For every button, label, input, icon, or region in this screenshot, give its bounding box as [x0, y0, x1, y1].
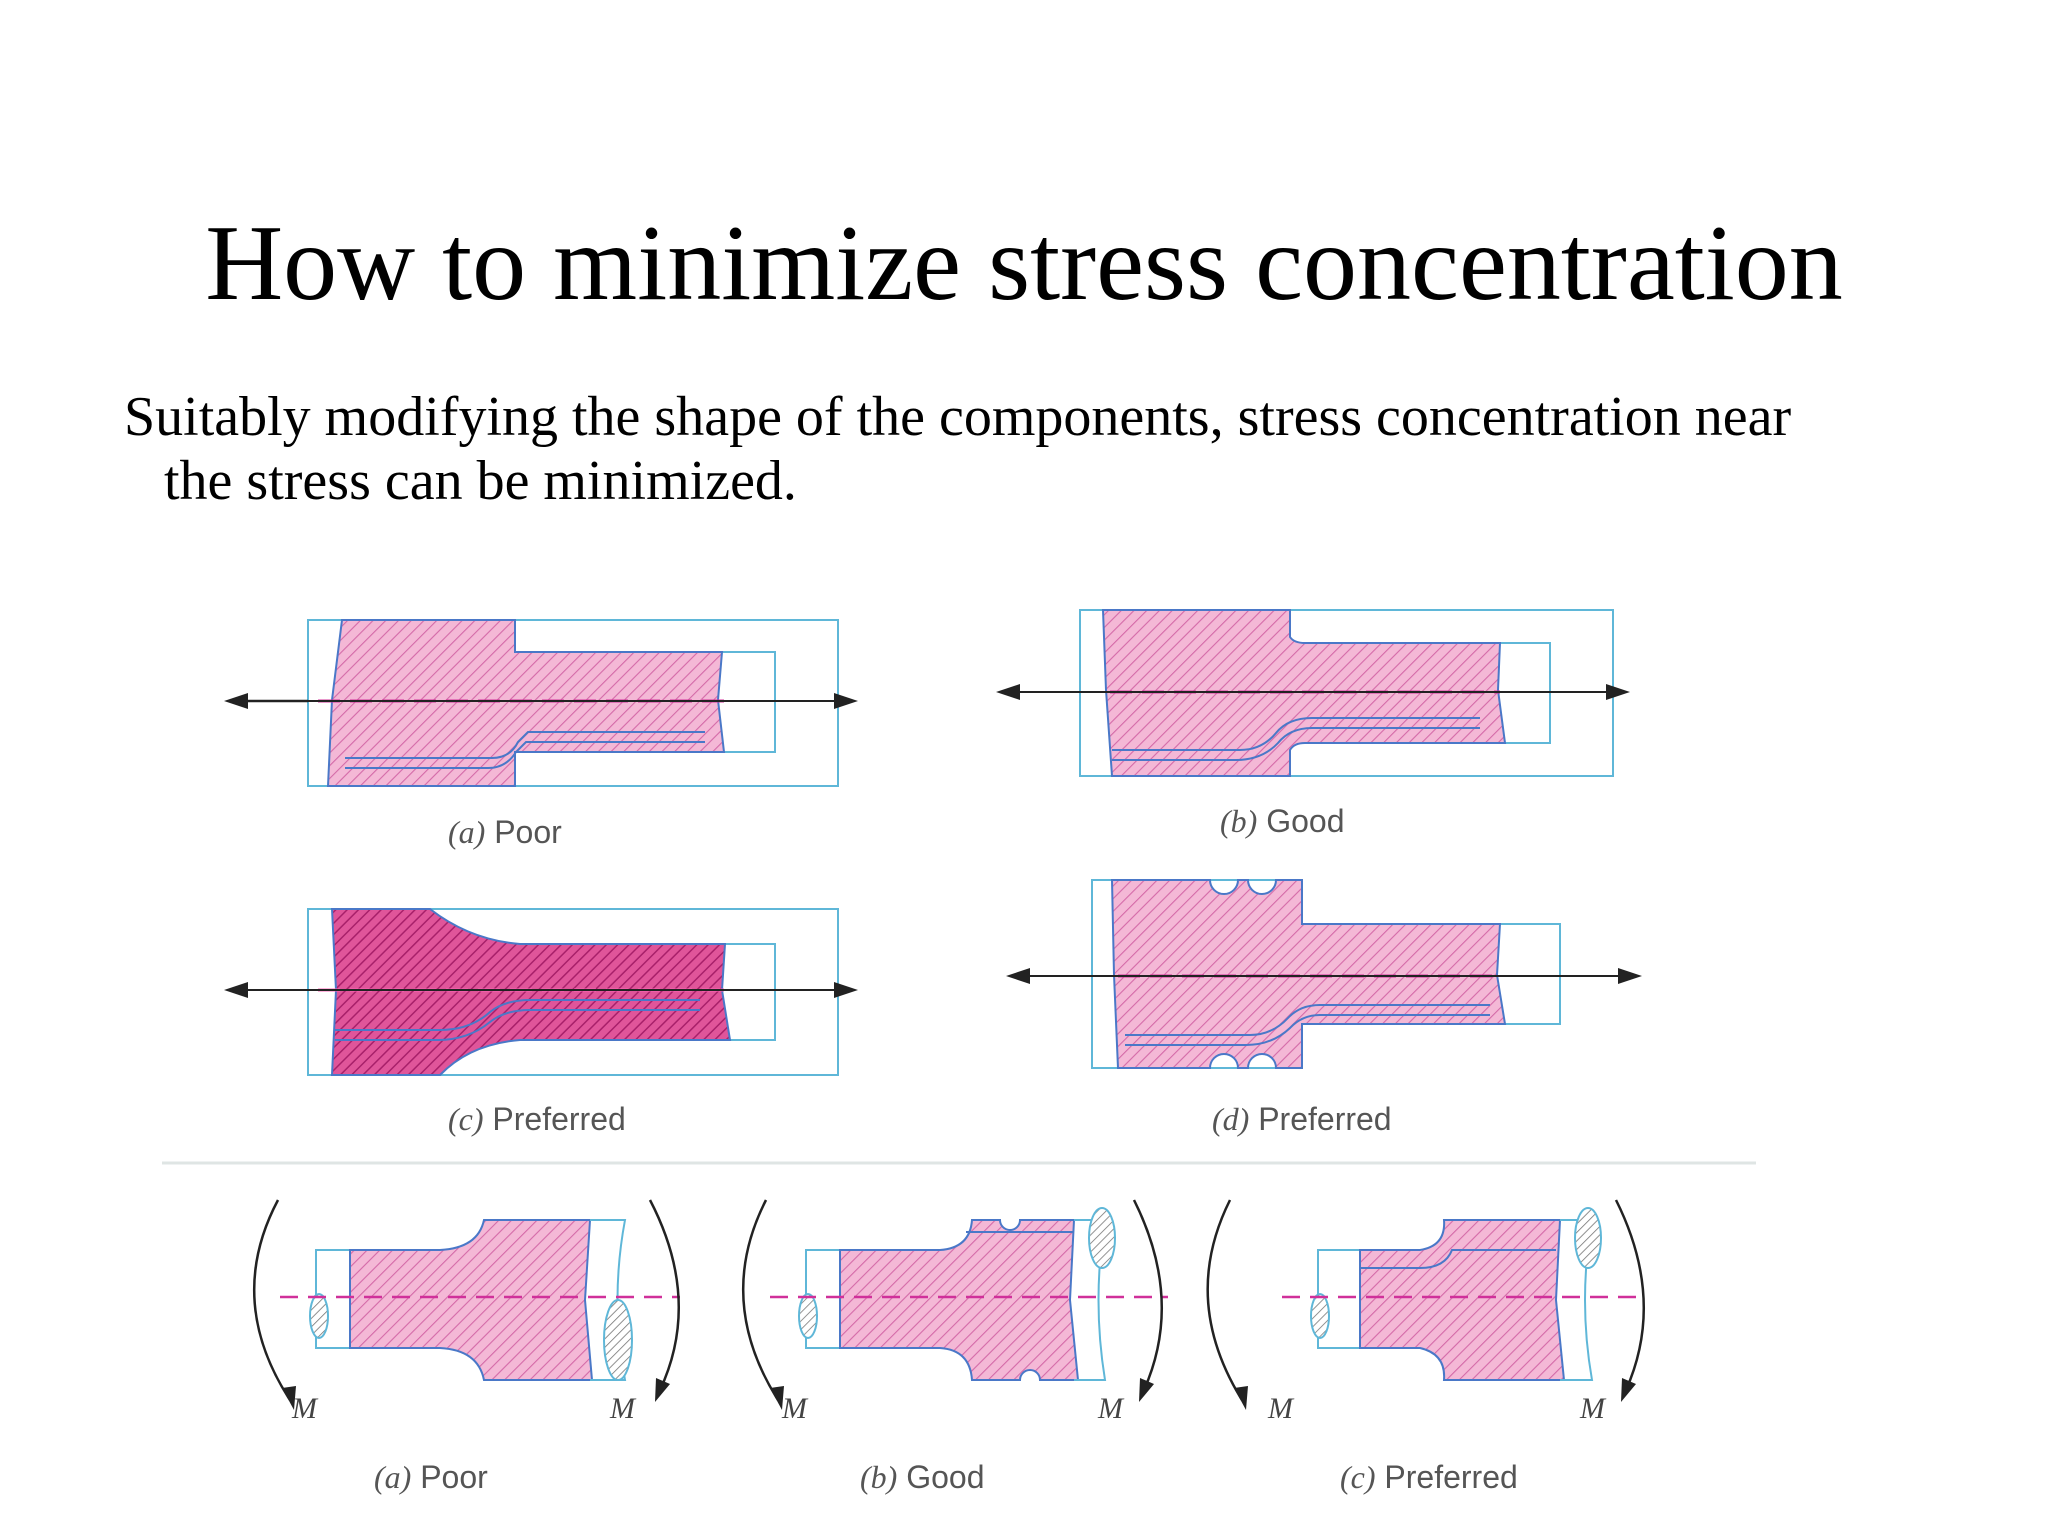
axial-figure-b-good [996, 609, 1630, 777]
axial-figure-c-preferred [224, 908, 858, 1076]
axial-figure-a-poor [224, 619, 858, 787]
moment-label-c-left: M [1267, 1392, 1295, 1425]
caption-bending-c: (c) Preferred [1340, 1459, 1518, 1495]
moment-label-a-left: M [291, 1392, 319, 1425]
bending-figure-a-poor: M M [252, 1199, 680, 1425]
moment-label-b-left: M [781, 1392, 809, 1425]
body-line-2: the stress can be minimized. [164, 450, 797, 512]
bending-figure-c-preferred: M M [1206, 1199, 1645, 1425]
caption-bending-b: (b) Good [860, 1459, 984, 1495]
caption-bending-a: (a) Poor [374, 1459, 488, 1495]
caption-axial-c: (c) Preferred [448, 1101, 626, 1137]
caption-axial-a: (a) Poor [448, 814, 562, 850]
moment-label-b-right: M [1097, 1392, 1125, 1425]
bending-figure-b-good: M M [741, 1199, 1168, 1425]
moment-label-a-right: M [609, 1392, 637, 1425]
caption-axial-d: (d) Preferred [1212, 1101, 1392, 1137]
slide-body-text: Suitably modifying the shape of the comp… [124, 385, 1964, 513]
caption-axial-b: (b) Good [1220, 803, 1344, 839]
axial-figure-d-preferred [1006, 879, 1642, 1069]
slide-title: How to minimize stress concentration [205, 204, 1843, 323]
body-line-1: Suitably modifying the shape of the comp… [124, 386, 1792, 448]
moment-label-c-right: M [1579, 1392, 1607, 1425]
